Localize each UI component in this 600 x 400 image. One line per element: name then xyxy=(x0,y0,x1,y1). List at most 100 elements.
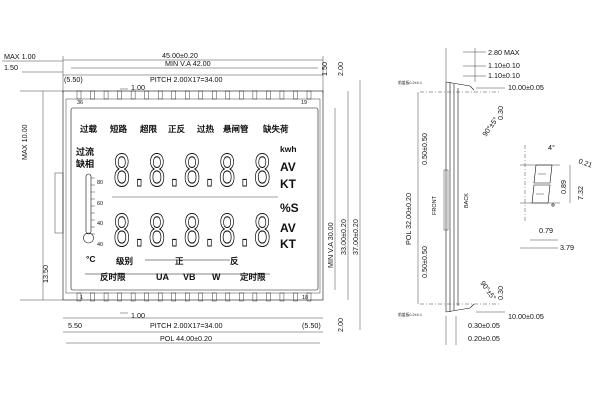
thermometer-icon xyxy=(83,173,95,244)
bottom-label-forward: 正 xyxy=(175,256,184,266)
icon-top-6: 缺失荷 xyxy=(262,124,289,134)
dim-pitch-bottom: PITCH 2.00X17=34.00 xyxy=(150,321,223,330)
dim-pol-width: POL 44.00±0.20 xyxy=(160,334,212,343)
pin xyxy=(90,292,95,302)
dim-bottom-right-offset: (5.50) xyxy=(302,321,321,330)
segment-detail: 4° 0.21 0.89 7.32 0.79 3.79 xyxy=(520,143,594,252)
polarizer-outline xyxy=(65,98,321,294)
pin xyxy=(198,292,203,302)
pin xyxy=(185,90,190,100)
pin-label-top-left: 36 xyxy=(77,100,83,106)
side-pin-width-top: 10.00±0.05 xyxy=(508,83,544,92)
viewing-area-outline xyxy=(70,107,319,291)
pin xyxy=(171,292,176,302)
segment-dim-5: 3.79 xyxy=(560,243,574,252)
pin xyxy=(279,292,285,302)
pin xyxy=(103,292,109,302)
icon-top-5: 悬闸管 xyxy=(222,124,249,134)
dim-max-thickness-left: MAX 1.00 xyxy=(4,52,36,61)
icon-top-4: 过热 xyxy=(197,124,215,134)
side-thickness-1: 1.10±0.10 xyxy=(488,61,520,70)
pin xyxy=(103,90,109,100)
pin xyxy=(212,292,217,302)
pin xyxy=(117,292,122,302)
segment-angle: 4° xyxy=(548,143,555,152)
dim-max-height: MAX 10.00 xyxy=(20,124,29,160)
pin xyxy=(130,90,136,100)
bottom2-label-ua: UA xyxy=(156,272,169,282)
segment-dim-4: 0.79 xyxy=(539,226,553,235)
pin xyxy=(157,90,163,100)
pin-label-bottom-left: 1 xyxy=(80,295,83,301)
pin xyxy=(279,90,285,100)
side-pin-pitch-top: 0.30 xyxy=(496,106,505,120)
digits-row-1: 8.8.8.8.8 xyxy=(113,146,271,197)
side-thickness-2: 1.10±0.10 xyxy=(488,71,520,80)
side-pin-width-bottom: 10.00±0.05 xyxy=(508,312,544,321)
unit-kt-2: KT xyxy=(280,237,297,251)
pin xyxy=(239,90,244,100)
side-offset-2: 0.50±0.50 xyxy=(420,246,429,278)
pin xyxy=(198,90,203,100)
dim-right-2-bottom: 2.00 xyxy=(336,318,345,332)
pin xyxy=(171,90,176,100)
pin xyxy=(90,90,95,100)
temp-scale-1: 60 xyxy=(97,201,103,207)
side-max-thickness: 2.80 MAX xyxy=(488,48,520,57)
unit-percent-s: %S xyxy=(280,201,299,215)
dim-bottom-pin-width: 1.00 xyxy=(131,311,145,320)
dim-right-1-50: 1.50 xyxy=(320,62,329,76)
left-side-clip xyxy=(54,172,64,234)
pin xyxy=(157,292,163,302)
dim-va-height: MIN V.A 30.00 xyxy=(326,222,335,268)
unit-kt-1: KT xyxy=(280,177,297,191)
bottom-label-reverse: 反 xyxy=(230,256,239,266)
dim-height-37: 37.00±0.20 xyxy=(351,219,360,255)
pin xyxy=(144,292,149,302)
icon-top-1: 短路 xyxy=(110,124,128,134)
side-label-top: 前盖板0.2±0.1 xyxy=(398,80,422,85)
pin xyxy=(266,90,271,100)
segment-dim-1: 0.21 xyxy=(577,156,593,169)
bottom2-label-inverse: 反时限 xyxy=(100,272,126,282)
icon-top-3: 正反 xyxy=(168,124,186,134)
dim-overall-width: 45.00±0.20 xyxy=(162,51,198,60)
unit-kwh: kwh xyxy=(280,144,297,154)
pin xyxy=(144,90,149,100)
side-dimensions: 2.80 MAX 1.10±0.10 1.10±0.10 前盖板0.2±0.1 … xyxy=(398,48,544,345)
pin xyxy=(225,90,231,100)
side-pin-pitch-bottom: 0.30 xyxy=(496,286,505,300)
dim-right-2-top: 2.00 xyxy=(336,62,345,76)
bottom2-label-w: W xyxy=(212,272,221,282)
bottom-pin-row xyxy=(76,292,312,302)
temp-scale-0: 80 xyxy=(97,180,103,186)
pin xyxy=(130,292,136,302)
side-front-label: FRONT xyxy=(432,195,438,215)
dim-offset-left: 1.50 xyxy=(4,63,18,72)
side-pol: POL 32.00±0.20 xyxy=(404,193,413,245)
front-view: 36 19 1 18 过载 短路 超限 正反 过热 悬闸管 缺失荷 过流 缺相 … xyxy=(54,90,324,302)
pin xyxy=(76,292,82,302)
unit-av-2: AV xyxy=(280,221,296,235)
bottom2-label-definite: 定时限 xyxy=(239,272,266,282)
dim-height-33: 33.00±0.20 xyxy=(339,219,348,255)
segment-dim-3: 7.32 xyxy=(576,186,585,200)
icon-top-2: 超限 xyxy=(139,124,158,134)
pin xyxy=(185,292,190,302)
bottom2-label-vb: VB xyxy=(183,272,196,282)
pin xyxy=(306,292,312,302)
pin-label-bottom-right: 18 xyxy=(302,295,308,301)
left-label-1: 过流 xyxy=(76,146,94,157)
pin xyxy=(239,292,244,302)
dim-viewing-area: MIN V.A 42.00 xyxy=(165,59,211,68)
segment-detail-figure xyxy=(531,164,553,204)
dim-bottom-left-offset: 5.50 xyxy=(68,321,82,330)
side-bottom-thickness-1: 0.30±0.05 xyxy=(468,321,500,330)
side-label-bottom: 前盖板0.2±0.1 xyxy=(398,312,422,317)
icon-top-0: 过载 xyxy=(80,124,98,134)
side-back-label: BACK xyxy=(464,193,470,208)
bottom-label-level: 级别 xyxy=(115,256,133,266)
pin xyxy=(76,90,82,100)
pin xyxy=(225,292,231,302)
